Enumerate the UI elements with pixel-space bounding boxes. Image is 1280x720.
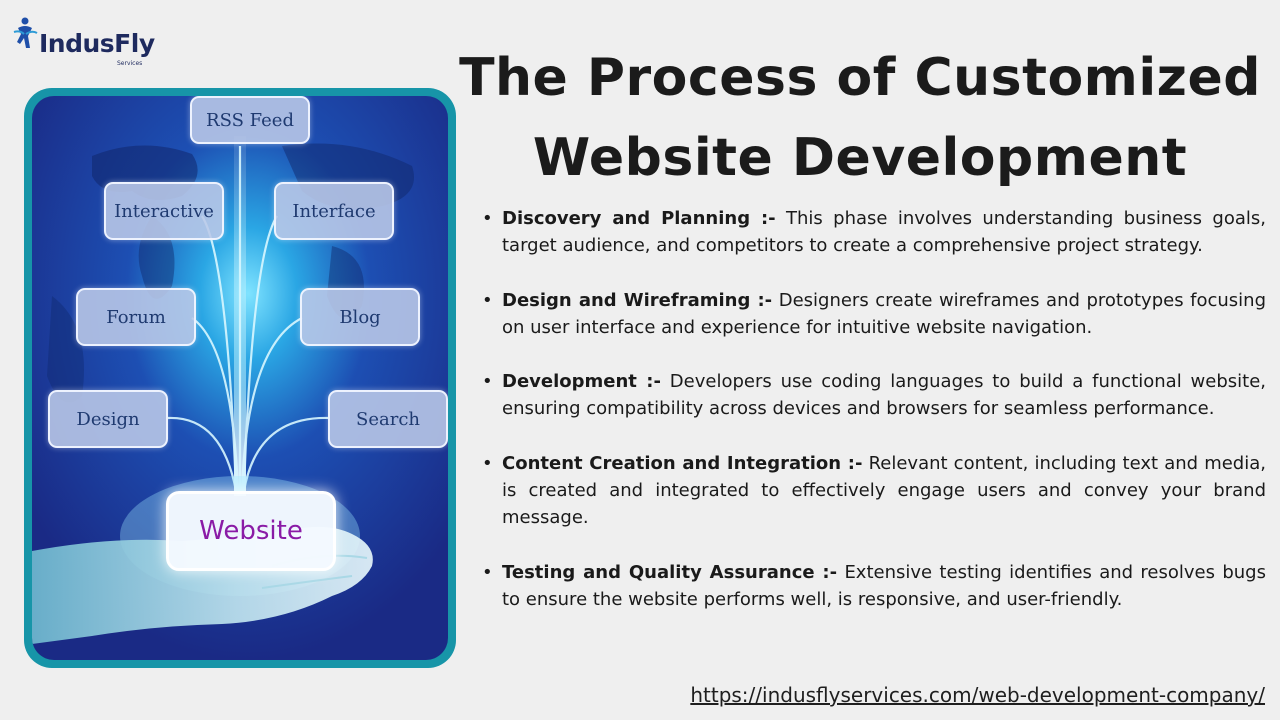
list-item: Discovery and Planning :- This phase inv… <box>480 205 1266 260</box>
logo-figure-icon <box>13 17 38 48</box>
diagram-background <box>32 96 448 660</box>
process-list: Discovery and Planning :- This phase inv… <box>480 205 1266 640</box>
item-text: Extensive testing identifies and resolve… <box>502 561 1266 610</box>
indusfly-logo: IndusFly Services <box>12 14 162 67</box>
node-interactive: Interactive <box>104 182 224 240</box>
item-heading: Content Creation and Integration :- <box>502 452 863 474</box>
page-title: The Process of Customized Website Develo… <box>440 38 1280 198</box>
node-website: Website <box>166 491 336 571</box>
title-line-1: The Process of Customized <box>459 48 1261 108</box>
item-text: Designers create wireframes and prototyp… <box>502 289 1266 338</box>
node-rss-feed: RSS Feed <box>190 96 310 144</box>
list-item: Content Creation and Integration :- Rele… <box>480 450 1266 532</box>
node-search: Search <box>328 390 448 448</box>
node-blog: Blog <box>300 288 420 346</box>
diagram-canvas: RSS Feed Interactive Interface Forum Blo… <box>32 96 448 660</box>
list-item: Testing and Quality Assurance :- Extensi… <box>480 559 1266 614</box>
item-heading: Testing and Quality Assurance :- <box>502 561 838 583</box>
logo-text: IndusFly <box>39 29 155 58</box>
item-text: Relevant content, including text and med… <box>502 452 1266 529</box>
item-text: This phase involves understanding busine… <box>502 208 1266 257</box>
website-link[interactable]: https://indusflyservices.com/web-develop… <box>690 683 1265 707</box>
logo-subtext: Services <box>117 60 143 67</box>
title-line-2: Website Development <box>532 128 1188 188</box>
list-item: Development :- Developers use coding lan… <box>480 368 1266 423</box>
node-interface: Interface <box>274 182 394 240</box>
list-item: Design and Wireframing :- Designers crea… <box>480 287 1266 342</box>
item-heading: Development :- <box>502 371 661 393</box>
node-forum: Forum <box>76 288 196 346</box>
diagram-frame: RSS Feed Interactive Interface Forum Blo… <box>24 88 456 668</box>
item-text: Developers use coding languages to build… <box>502 371 1266 420</box>
node-design: Design <box>48 390 168 448</box>
item-heading: Discovery and Planning :- <box>502 208 776 229</box>
item-heading: Design and Wireframing :- <box>502 289 773 311</box>
